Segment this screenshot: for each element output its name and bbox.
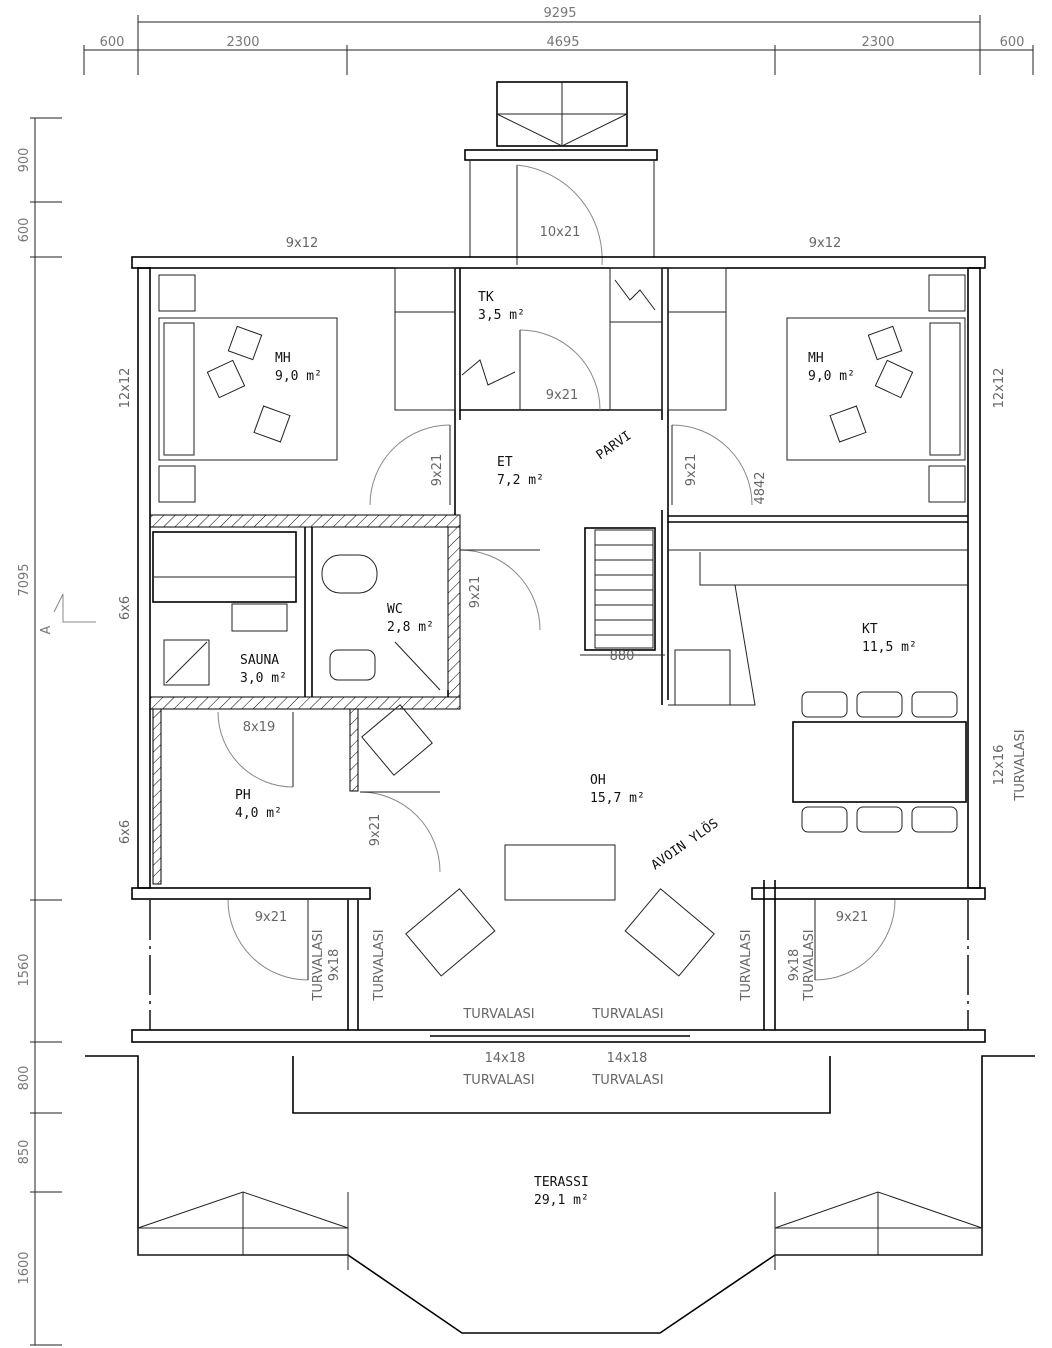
dim-stair-width: 880 [610, 649, 635, 664]
svg-text:12x12: 12x12 [118, 368, 133, 409]
svg-text:TURVALASI: TURVALASI [372, 929, 387, 1001]
sauna-benches [152, 531, 297, 686]
svg-text:TURVALASI: TURVALASI [462, 1073, 534, 1088]
svg-text:15,7 m²: 15,7 m² [590, 791, 645, 806]
terrace [85, 1055, 1035, 1334]
svg-text:9x21: 9x21 [430, 454, 445, 487]
dimension-lines [30, 15, 1034, 1346]
room-label-mh-right: MH 9,0 m² [808, 351, 855, 384]
svg-text:TURVALASI: TURVALASI [591, 1007, 663, 1022]
dim-left-4: 1560 [17, 953, 32, 986]
svg-text:9x21: 9x21 [546, 388, 579, 403]
svg-text:9x21: 9x21 [368, 814, 383, 847]
svg-text:MH: MH [275, 351, 291, 366]
room-label-kt: KT 11,5 m² [862, 622, 917, 655]
door-swings [217, 329, 896, 981]
svg-text:9x18: 9x18 [327, 949, 342, 982]
svg-text:9x21: 9x21 [468, 576, 483, 609]
dim-left-7: 1600 [17, 1251, 32, 1284]
svg-text:PH: PH [235, 788, 251, 803]
svg-text:3,0 m²: 3,0 m² [240, 671, 287, 686]
dim-left-6: 850 [17, 1140, 32, 1165]
svg-text:ET: ET [497, 455, 513, 470]
svg-text:TERASSI: TERASSI [534, 1175, 589, 1190]
svg-text:11,5 m²: 11,5 m² [862, 640, 917, 655]
svg-text:29,1 m²: 29,1 m² [534, 1193, 589, 1208]
svg-text:14x18: 14x18 [485, 1051, 526, 1066]
room-label-oh: OH 15,7 m² [590, 773, 645, 806]
bedroom-right-furniture [786, 274, 966, 503]
room-label-tk: TK 3,5 m² [478, 290, 525, 323]
svg-text:9,0 m²: 9,0 m² [275, 369, 322, 384]
svg-text:TURVALASI: TURVALASI [802, 929, 817, 1001]
dim-left-5: 800 [17, 1066, 32, 1091]
label-parvi: PARVI [594, 429, 635, 464]
dim-top-1: 600 [100, 35, 125, 50]
svg-text:2,8 m²: 2,8 m² [387, 620, 434, 635]
dim-total-width: 9295 [543, 6, 576, 21]
svg-text:12x12: 12x12 [992, 368, 1007, 409]
svg-text:9x18: 9x18 [787, 949, 802, 982]
svg-text:4,0 m²: 4,0 m² [235, 806, 282, 821]
room-label-wc: WC 2,8 m² [387, 602, 434, 635]
dim-top-2: 2300 [226, 35, 259, 50]
svg-text:14x18: 14x18 [607, 1051, 648, 1066]
room-label-sauna: SAUNA 3,0 m² [240, 653, 287, 686]
svg-text:TK: TK [478, 290, 494, 305]
svg-text:TURVALASI: TURVALASI [462, 1007, 534, 1022]
room-label-mh-left: MH 9,0 m² [275, 351, 322, 384]
svg-text:12x16: 12x16 [992, 745, 1007, 786]
room-label-terassi: TERASSI 29,1 m² [534, 1175, 589, 1208]
exterior-walls [131, 256, 986, 1043]
svg-text:TURVALASI: TURVALASI [311, 929, 326, 1001]
svg-text:A: A [39, 625, 54, 634]
svg-text:6x6: 6x6 [118, 596, 133, 620]
staircase [580, 527, 665, 656]
interior-walls [149, 267, 968, 885]
dim-left-1: 900 [17, 148, 32, 173]
dim-4842: 4842 [753, 471, 768, 504]
svg-text:9x21: 9x21 [836, 910, 869, 925]
svg-text:KT: KT [862, 622, 878, 637]
dim-left-2: 600 [17, 218, 32, 243]
living-room-furniture [361, 704, 715, 977]
kitchen [668, 549, 968, 833]
label-avoin-ylos: AVOIN YLÖS [648, 814, 722, 873]
svg-text:9x21: 9x21 [255, 910, 288, 925]
section-marker: A [39, 593, 96, 634]
dim-top-3: 4695 [546, 35, 579, 50]
opening-labels: 9x12 10x21 9x12 12x12 12x12 9x21 9x21 9x… [118, 225, 1028, 1088]
svg-text:MH: MH [808, 351, 824, 366]
svg-text:TURVALASI: TURVALASI [739, 929, 754, 1001]
svg-text:6x6: 6x6 [118, 820, 133, 844]
room-label-et: ET 7,2 m² [497, 455, 544, 488]
dim-top-4: 2300 [861, 35, 894, 50]
svg-text:10x21: 10x21 [540, 225, 581, 240]
svg-text:WC: WC [387, 602, 403, 617]
svg-text:3,5 m²: 3,5 m² [478, 308, 525, 323]
svg-text:TURVALASI: TURVALASI [1013, 729, 1028, 801]
svg-text:7,2 m²: 7,2 m² [497, 473, 544, 488]
entry-porch [464, 81, 658, 266]
svg-text:9x12: 9x12 [809, 236, 842, 251]
bedroom-left-furniture [158, 274, 338, 503]
svg-text:9x12: 9x12 [286, 236, 319, 251]
svg-text:TURVALASI: TURVALASI [591, 1073, 663, 1088]
svg-text:9,0 m²: 9,0 m² [808, 369, 855, 384]
dim-top-5: 600 [1000, 35, 1025, 50]
dim-left-3: 7095 [17, 563, 32, 596]
svg-text:8x19: 8x19 [243, 720, 276, 735]
svg-text:OH: OH [590, 773, 606, 788]
room-label-ph: PH 4,0 m² [235, 788, 282, 821]
svg-text:9x21: 9x21 [684, 454, 699, 487]
svg-text:SAUNA: SAUNA [240, 653, 279, 668]
wc-fixtures [321, 554, 441, 691]
